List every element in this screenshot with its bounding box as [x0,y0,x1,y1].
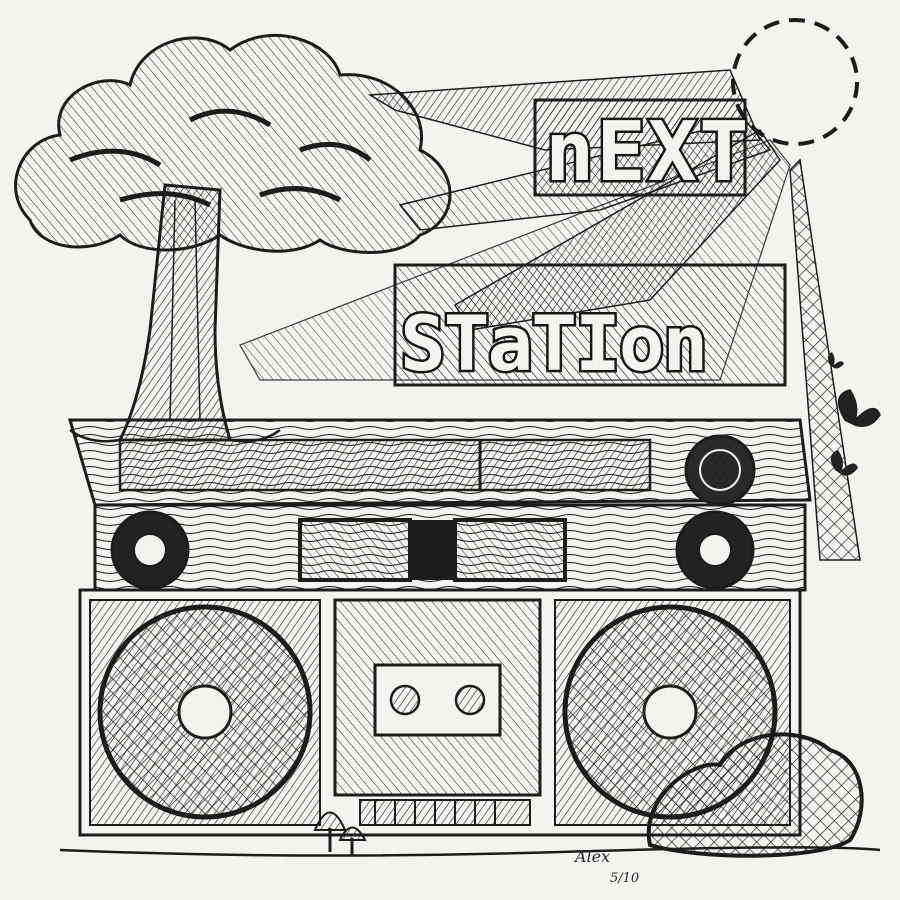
tree [14,33,452,443]
right-meter [453,518,567,582]
mushrooms [313,811,367,855]
title-line-1: nEXT [545,105,750,200]
date-mark: 5/10 [610,871,639,886]
title-block: nEXT STaTIon [393,98,787,391]
title-line-2: STaTIon [400,299,706,388]
ground-line [59,846,881,857]
left-meter [298,518,412,582]
butterflies [827,352,881,476]
artist-signature: Alex [573,847,610,866]
rock [646,732,864,858]
boombox [67,418,812,837]
tree-canopy [14,33,452,254]
tuner-display [118,438,652,492]
